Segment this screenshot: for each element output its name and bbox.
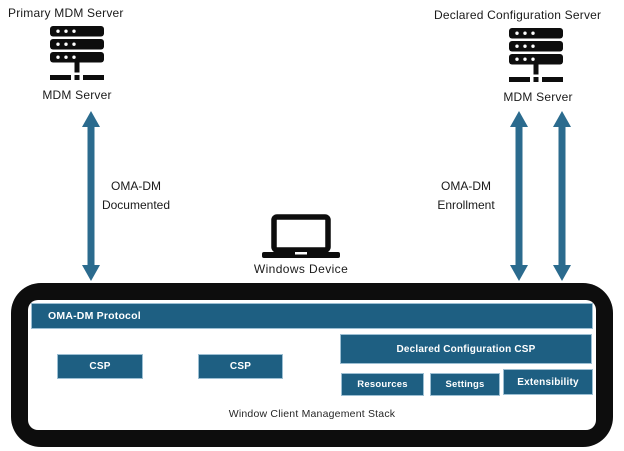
- client-management-stack-panel: OMA-DM Protocol CSP CSP Declared Configu…: [28, 300, 596, 430]
- oma-dm-enrollment-line2: Enrollment: [437, 198, 495, 212]
- declared-config-server-label: MDM Server: [503, 90, 573, 104]
- resources-box: Resources: [341, 373, 424, 396]
- primary-mdm-server-title: Primary MDM Server: [8, 6, 124, 20]
- server-icon: [50, 26, 104, 80]
- csp-box-2: CSP: [198, 354, 283, 379]
- double-arrow-icon: [510, 111, 528, 281]
- primary-mdm-server-label: MDM Server: [42, 88, 112, 102]
- oma-dm-enrollment-label: OMA-DM Enrollment: [416, 177, 516, 215]
- declared-config-server-title: Declared Configuration Server: [434, 8, 602, 22]
- double-arrow-icon: [553, 111, 571, 281]
- declared-configuration-csp-box: Declared Configuration CSP: [340, 334, 592, 364]
- extensibility-box: Extensibility: [503, 369, 593, 395]
- server-icon: [509, 28, 563, 82]
- windows-device-stack-frame: OMA-DM Protocol CSP CSP Declared Configu…: [11, 283, 613, 447]
- settings-box: Settings: [430, 373, 500, 396]
- laptop-icon: [262, 214, 340, 258]
- windows-device-label: Windows Device: [253, 262, 349, 276]
- oma-dm-protocol-bar: OMA-DM Protocol: [31, 303, 593, 329]
- oma-dm-enrollment-line1: OMA-DM: [441, 179, 491, 193]
- oma-dm-documented-label: OMA-DM Documented: [86, 177, 186, 215]
- csp-box-1: CSP: [57, 354, 143, 379]
- oma-dm-documented-line1: OMA-DM: [111, 179, 161, 193]
- double-arrow-icon: [82, 111, 100, 281]
- stack-footer-label: Window Client Management Stack: [228, 408, 396, 420]
- oma-dm-documented-line2: Documented: [101, 198, 171, 212]
